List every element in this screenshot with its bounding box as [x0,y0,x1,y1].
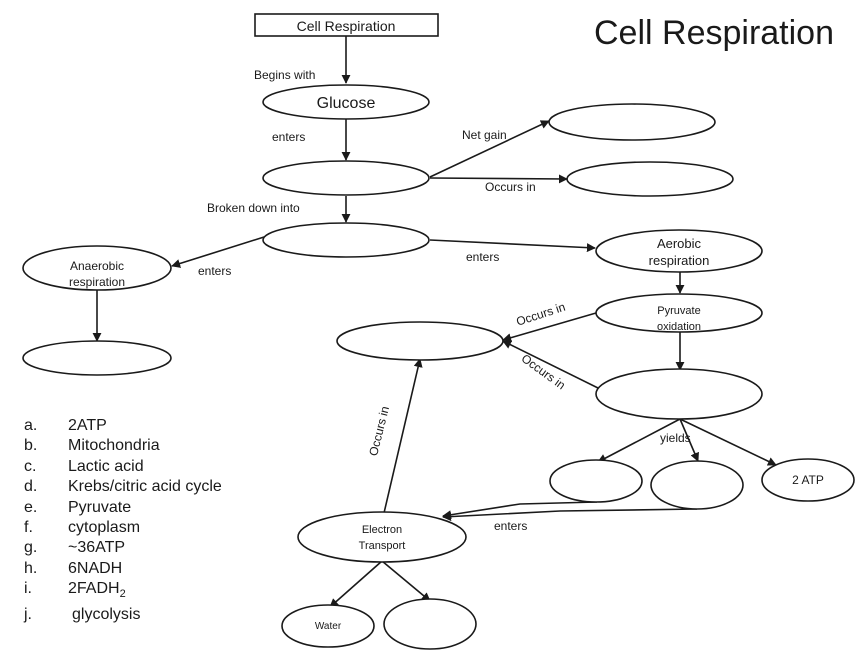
word-bank-letter: a. [24,417,38,434]
label-cell-respiration: Cell Respiration [297,18,396,34]
word-bank-term-main: 2FADH [68,580,120,598]
word-bank-letter: j. [24,605,32,623]
word-bank-item: b. Mitochondria [24,436,222,456]
edge-oval3-to-aerobic [429,239,596,253]
edge-et-to-product [381,560,431,602]
edge-cycle-to-atp [679,418,777,466]
label-transport: Transport [359,540,406,552]
edge-label-yields: yields [660,431,691,445]
word-bank-term: Lactic acid [68,457,144,475]
node-anaerobic [22,245,172,291]
label-electron: Electron [362,524,402,536]
edge-et-to-water [329,560,383,608]
word-bank-letter: e. [24,498,38,516]
word-bank-item: d. Krebs/citric acid cycle [24,477,222,497]
page-title: Cell Respiration [594,14,834,52]
word-bank-item: f. cytoplasm [24,518,222,538]
label-pyruvate-2: oxidation [657,321,701,333]
edge-label-begins-with: Begins with [254,68,315,82]
node-pyruvate-oxidation [595,293,763,333]
word-bank-item: h. 6NADH [24,559,222,579]
label-water: Water [315,621,342,632]
word-bank-term: glycolysis [72,605,141,623]
edge-oval2-to-netgain [429,120,550,178]
node-blank-location [336,321,504,361]
node-blank-cycle [595,368,763,420]
node-blank-3 [262,222,430,258]
edge-label-enters-et: enters [494,519,527,533]
word-bank-term-sub: 2 [119,588,126,601]
word-bank-term: cytoplasm [68,519,141,537]
edge-et-to-location [383,358,423,514]
node-aerobic [595,229,763,273]
edge-cycle-to-product2 [679,418,699,462]
word-bank-item: i. 2FADH2 [24,579,222,605]
label-aerobic-2: respiration [649,253,710,268]
node-glucose [262,84,430,120]
nodes [22,13,855,650]
edge-product2-to-et [442,508,698,522]
label-anaerobic-1: Anaerobic [70,259,124,273]
node-blank-2 [262,160,430,196]
label-aerobic-1: Aerobic [657,236,702,251]
word-bank-letter: c. [24,457,37,475]
word-bank-letter: g. [24,539,38,557]
word-bank-item: g. ~36ATP [24,538,222,558]
node-cell-respiration [254,13,439,37]
word-bank-letter: d. [24,478,38,496]
edge-label-enters-right: enters [466,250,499,264]
label-anaerobic-2: respiration [69,275,125,289]
word-bank-letter: i. [24,580,32,598]
word-bank-term: Pyruvate [68,498,132,516]
label-pyruvate-1: Pyruvate [657,305,700,317]
edge-label-occurs-in-4: Occurs in [366,405,392,458]
word-bank-term: ~36ATP [68,539,126,557]
word-bank-item: a. 2ATP [24,416,222,436]
word-bank: a. 2ATP b. Mitochondria c. Lactic acid d. Kr… [24,416,222,625]
edge-oval3-to-anaerobic [171,236,265,268]
node-blank-et-product [383,598,477,650]
edge-label-enters-left: enters [198,264,231,278]
edges [92,36,777,608]
word-bank-letter: b. [24,437,38,455]
word-bank-item: e. Pyruvate [24,498,222,518]
node-2-atp [761,458,855,502]
label-glucose: Glucose [317,95,376,112]
node-blank-product2 [650,460,744,510]
word-bank-term: Mitochondria [68,437,160,455]
node-electron-transport [297,511,467,563]
word-bank-term: 2FADH2 [68,579,126,605]
word-bank-letter: h. [24,559,38,577]
word-bank-item: c. Lactic acid [24,457,222,477]
edge-cycle-to-product1 [597,418,681,463]
edge-label-broken-down: Broken down into [207,201,300,215]
word-bank-term: Krebs/citric acid cycle [68,478,222,496]
node-blank-product1 [549,459,643,503]
node-labels: Cell Respiration Glucose Anaerobic respi… [69,18,824,632]
edge-cycle-to-location [502,340,599,389]
edge-label-enters-1: enters [272,130,305,144]
word-bank-term: 2ATP [68,417,107,434]
word-bank-term: 6NADH [68,559,123,577]
node-blank-occursin [566,161,734,197]
label-2-atp: 2 ATP [792,473,824,487]
word-bank-item: j. glycolysis [24,605,222,625]
node-blank-netgain [548,103,716,141]
edge-label-occurs-in-3: Occurs in [519,351,568,392]
edge-pyruvate-to-location [502,312,597,343]
node-water [281,604,375,648]
node-blank-anaerobic-product [22,340,172,376]
edge-product1-to-et [442,501,598,520]
edge-oval2-to-occursin [429,174,568,184]
edge-label-net-gain: Net gain [462,128,507,142]
word-bank-letter: f. [24,519,33,537]
edge-label-occurs-in-1: Occurs in [485,180,536,194]
